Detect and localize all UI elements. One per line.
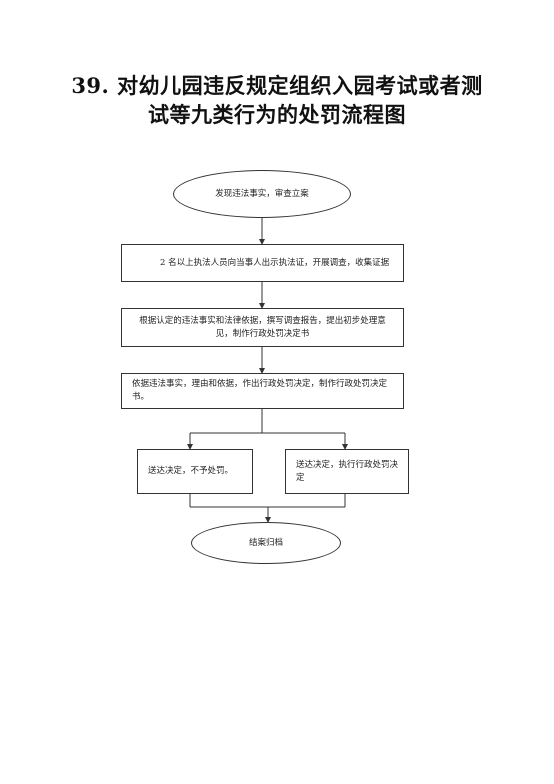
step-collect-evidence-label: 2 名以上执法人员向当事人出示执法证，开展调查，收集证据 bbox=[160, 257, 390, 268]
start-label: 发现违法事实，审查立案 bbox=[215, 188, 309, 199]
branch-no-penalty: 送达决定，不予处罚。 bbox=[137, 449, 253, 494]
start-ellipse: 发现违法事实，审查立案 bbox=[173, 170, 351, 218]
step-collect-evidence: 2 名以上执法人员向当事人出示执法证，开展调查，收集证据 bbox=[121, 244, 404, 282]
end-label: 结案归档 bbox=[248, 537, 283, 548]
step-penalty-decision-label: 依据违法事实，理由和依据，作出行政处罚决定，制作行政处罚决定书。 bbox=[132, 379, 388, 402]
end-ellipse: 结案归档 bbox=[191, 522, 341, 564]
step-penalty-decision: 依据违法事实，理由和依据，作出行政处罚决定，制作行政处罚决定书。 bbox=[121, 373, 404, 409]
page-title-line1: 39. 对幼儿园违反规定组织入园考试或者测 bbox=[71, 73, 483, 98]
step-investigation-report: 根据认定的违法事实和法律依据，撰写调查报告，提出初步处理意见，制作行政处罚决定书 bbox=[121, 308, 404, 347]
branch-no-penalty-label: 送达决定，不予处罚。 bbox=[148, 466, 234, 476]
branch-execute-penalty-label: 送达决定，执行行政处罚决定 bbox=[296, 459, 399, 483]
step-investigation-report-label: 根据认定的违法事实和法律依据，撰写调查报告，提出初步处理意见，制作行政处罚决定书 bbox=[139, 315, 386, 339]
branch-execute-penalty: 送达决定，执行行政处罚决定 bbox=[285, 449, 409, 494]
page-title-line2: 试等九类行为的处罚流程图 bbox=[148, 102, 406, 127]
